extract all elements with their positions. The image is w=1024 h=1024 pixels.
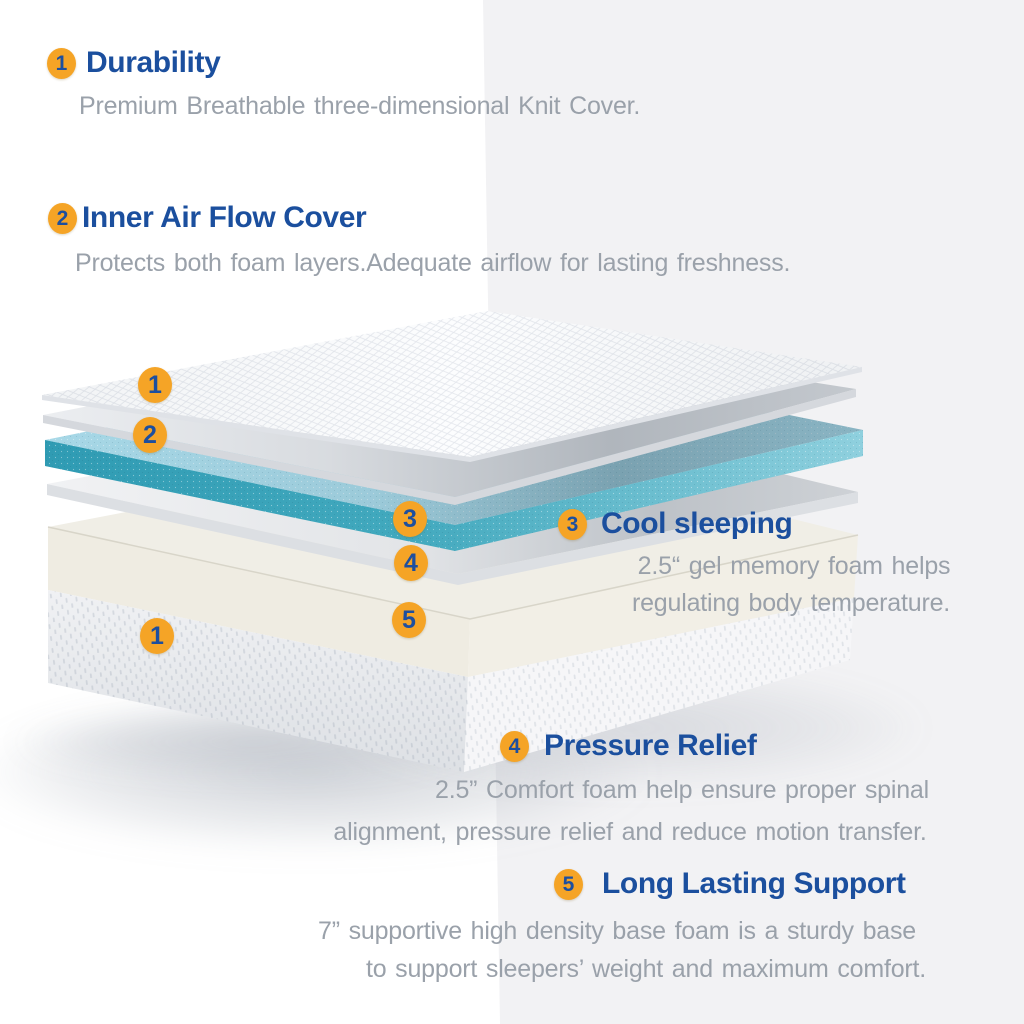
section-3-description-line-2: regulating body temperature. — [631, 589, 951, 617]
section-2-title: Inner Air Flow Cover — [82, 201, 367, 234]
section-1-title: Durability — [86, 46, 221, 79]
section-5-description-line-2: to support sleepers’ weight and maximum … — [365, 955, 927, 983]
section-2-number-badge: 2 — [48, 203, 77, 234]
section-4-title: Pressure Relief — [544, 729, 757, 762]
layer-badge-knit-cover: 1 — [138, 367, 172, 403]
layer-badge-base-wrap: 1 — [140, 618, 174, 654]
layer-badge-inner-cover: 2 — [133, 417, 167, 453]
section-2-description: Protects both foam layers.Adequate airfl… — [75, 249, 791, 277]
section-4-number-badge: 4 — [500, 731, 529, 762]
section-3-description-line-1: 2.5“ gel memory foam helps — [637, 552, 951, 580]
section-1-description: Premium Breathable three-dimensional Kni… — [79, 92, 641, 120]
layer-badge-gel-foam: 3 — [393, 501, 427, 537]
section-4-description-line-1: 2.5” Comfort foam help ensure proper spi… — [435, 776, 929, 804]
layer-badge-base-foam: 5 — [392, 602, 426, 638]
section-4-description-line-2: alignment, pressure relief and reduce mo… — [333, 818, 927, 846]
knit-cover-sheet — [42, 311, 862, 462]
section-5-number-badge: 5 — [554, 869, 583, 900]
layer-badge-comfort-foam: 4 — [394, 545, 428, 581]
section-5-description-line-1: 7” supportive high density base foam is … — [317, 917, 917, 945]
section-5-title: Long Lasting Support — [602, 867, 906, 900]
section-3-title: Cool sleeping — [601, 507, 793, 540]
section-3-number-badge: 3 — [558, 509, 587, 540]
section-1-number-badge: 1 — [47, 48, 76, 79]
